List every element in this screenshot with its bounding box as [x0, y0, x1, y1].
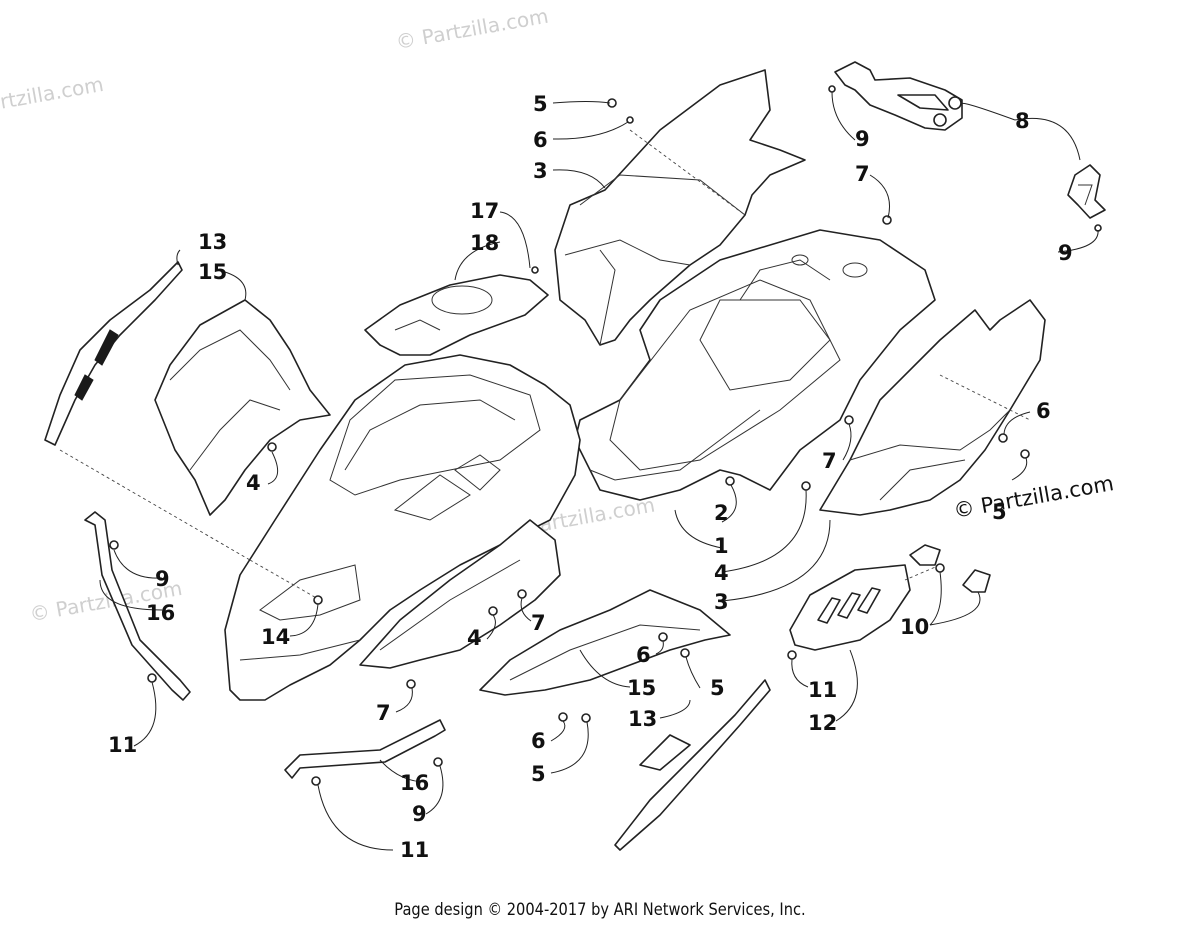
callout-11: 11 — [108, 733, 137, 757]
callout-9: 9 — [1058, 241, 1073, 265]
seat-panel-part — [554, 69, 806, 346]
callout-18: 18 — [470, 231, 499, 255]
callout-15: 15 — [627, 676, 656, 700]
callout-7: 7 — [855, 162, 870, 186]
front-body-part — [224, 354, 581, 701]
watermark-text: © Partzilla.com — [0, 72, 105, 122]
side-panel-part — [479, 589, 731, 696]
lower-strip-part — [614, 679, 771, 851]
callout-6: 6 — [533, 128, 548, 152]
front-lower-part — [359, 519, 561, 669]
page-footer: Page design © 2004-2017 by ARI Network S… — [394, 900, 806, 920]
callout-13: 13 — [628, 707, 657, 731]
callout-6: 6 — [1036, 399, 1051, 423]
callout-7: 7 — [376, 701, 391, 725]
corner-watermark: © Partzilla.com — [952, 471, 1116, 523]
callout-4: 4 — [467, 626, 482, 650]
callout-7: 7 — [822, 449, 837, 473]
callout-labels: 5 6 3 9 7 8 9 13 15 17 18 4 9 16 11 14 4… — [108, 92, 1073, 862]
callout-7: 7 — [531, 611, 546, 635]
rear-fender-part — [574, 229, 936, 501]
callout-15: 15 — [198, 260, 227, 284]
callout-9: 9 — [412, 802, 427, 826]
left-strip-part — [44, 261, 183, 446]
callout-10: 10 — [900, 615, 929, 639]
callout-13: 13 — [198, 230, 227, 254]
callout-4: 4 — [246, 471, 261, 495]
callout-3: 3 — [533, 159, 548, 183]
callout-6: 6 — [531, 729, 546, 753]
callout-9: 9 — [855, 127, 870, 151]
callout-4: 4 — [714, 561, 729, 585]
leader-lines — [99, 91, 1099, 851]
callout-12: 12 — [808, 711, 837, 735]
callout-9: 9 — [155, 567, 170, 591]
callout-6: 6 — [636, 643, 651, 667]
support-rod-part — [84, 511, 446, 779]
callout-11: 11 — [400, 838, 429, 862]
callout-1: 1 — [714, 534, 729, 558]
assembly-lines — [59, 129, 1031, 601]
callout-5: 5 — [992, 500, 1007, 524]
hood-panel-part — [154, 299, 331, 516]
callout-16: 16 — [400, 771, 429, 795]
callout-5: 5 — [710, 676, 725, 700]
callout-5: 5 — [533, 92, 548, 116]
callout-14: 14 — [261, 625, 290, 649]
vent-panel-part — [789, 544, 991, 651]
front-tray-part — [364, 274, 549, 356]
right-fender-part — [819, 299, 1046, 516]
rear-bracket-part — [834, 61, 1106, 219]
callout-11: 11 — [808, 678, 837, 702]
callout-8: 8 — [1015, 109, 1030, 133]
watermark-text: © Partzilla.com — [394, 4, 550, 54]
hardware-fasteners — [109, 85, 1102, 786]
callout-5: 5 — [531, 762, 546, 786]
callout-17: 17 — [470, 199, 499, 223]
callout-16: 16 — [146, 601, 175, 625]
callout-2: 2 — [714, 501, 729, 525]
callout-3: 3 — [714, 590, 729, 614]
